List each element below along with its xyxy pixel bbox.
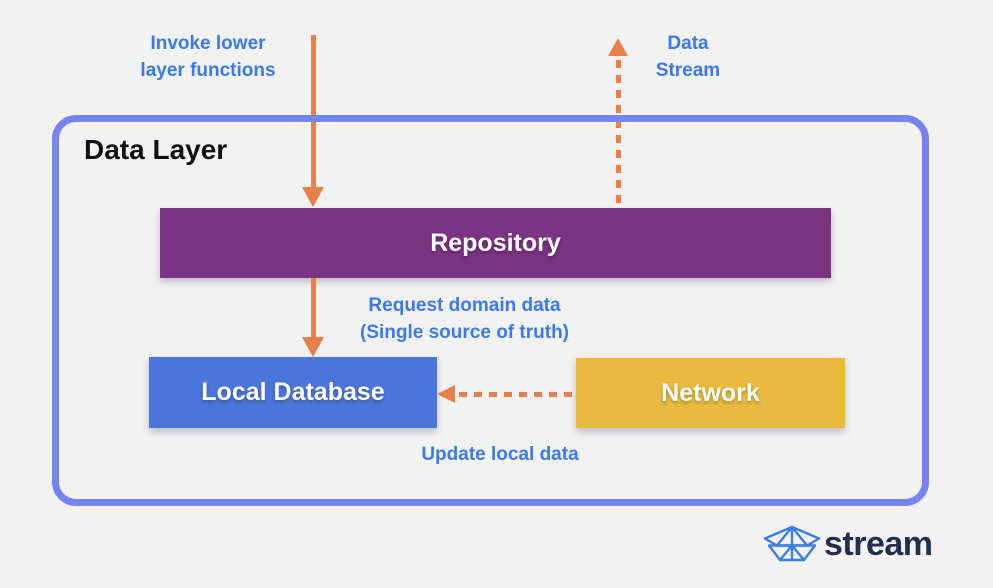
invoke-arrow-shaft xyxy=(311,35,316,188)
data-stream-arrow-shaft xyxy=(616,60,621,208)
update-arrow-shaft xyxy=(459,392,576,397)
invoke-label-line1: Invoke lower xyxy=(150,33,266,54)
data-layer-title: Data Layer xyxy=(84,134,228,165)
request-arrow-shaft xyxy=(311,278,316,338)
update-local-data-label: Update local data xyxy=(400,441,600,468)
network-node-label: Network xyxy=(661,378,760,407)
request-domain-data-label: Request domain data (Single source of tr… xyxy=(322,292,607,346)
network-node: Network xyxy=(576,358,845,428)
data-stream-label-line1: Data xyxy=(667,33,709,54)
request-arrow-down-icon xyxy=(302,337,324,357)
paper-boat-icon xyxy=(763,525,821,562)
repository-node-label: Repository xyxy=(430,228,561,257)
invoke-arrow-down-icon xyxy=(302,187,324,207)
stream-logo-text: stream xyxy=(824,525,933,563)
stream-logo: stream xyxy=(763,523,933,565)
request-label-line2: (Single source of truth) xyxy=(360,322,569,343)
data-stream-arrow-up-icon xyxy=(608,38,628,56)
invoke-label-line2: layer functions xyxy=(140,60,276,81)
local-database-node: Local Database xyxy=(149,357,437,428)
request-label-line1: Request domain data xyxy=(368,295,561,316)
data-stream-label: Data Stream xyxy=(628,30,748,84)
local-database-node-label: Local Database xyxy=(201,378,385,406)
data-stream-label-line2: Stream xyxy=(655,60,721,81)
update-arrow-left-icon xyxy=(437,385,455,403)
repository-node: Repository xyxy=(160,208,831,278)
invoke-lower-layer-label: Invoke lower layer functions xyxy=(118,30,298,84)
update-label-text: Update local data xyxy=(421,444,579,465)
data-layer-frame xyxy=(52,115,929,506)
